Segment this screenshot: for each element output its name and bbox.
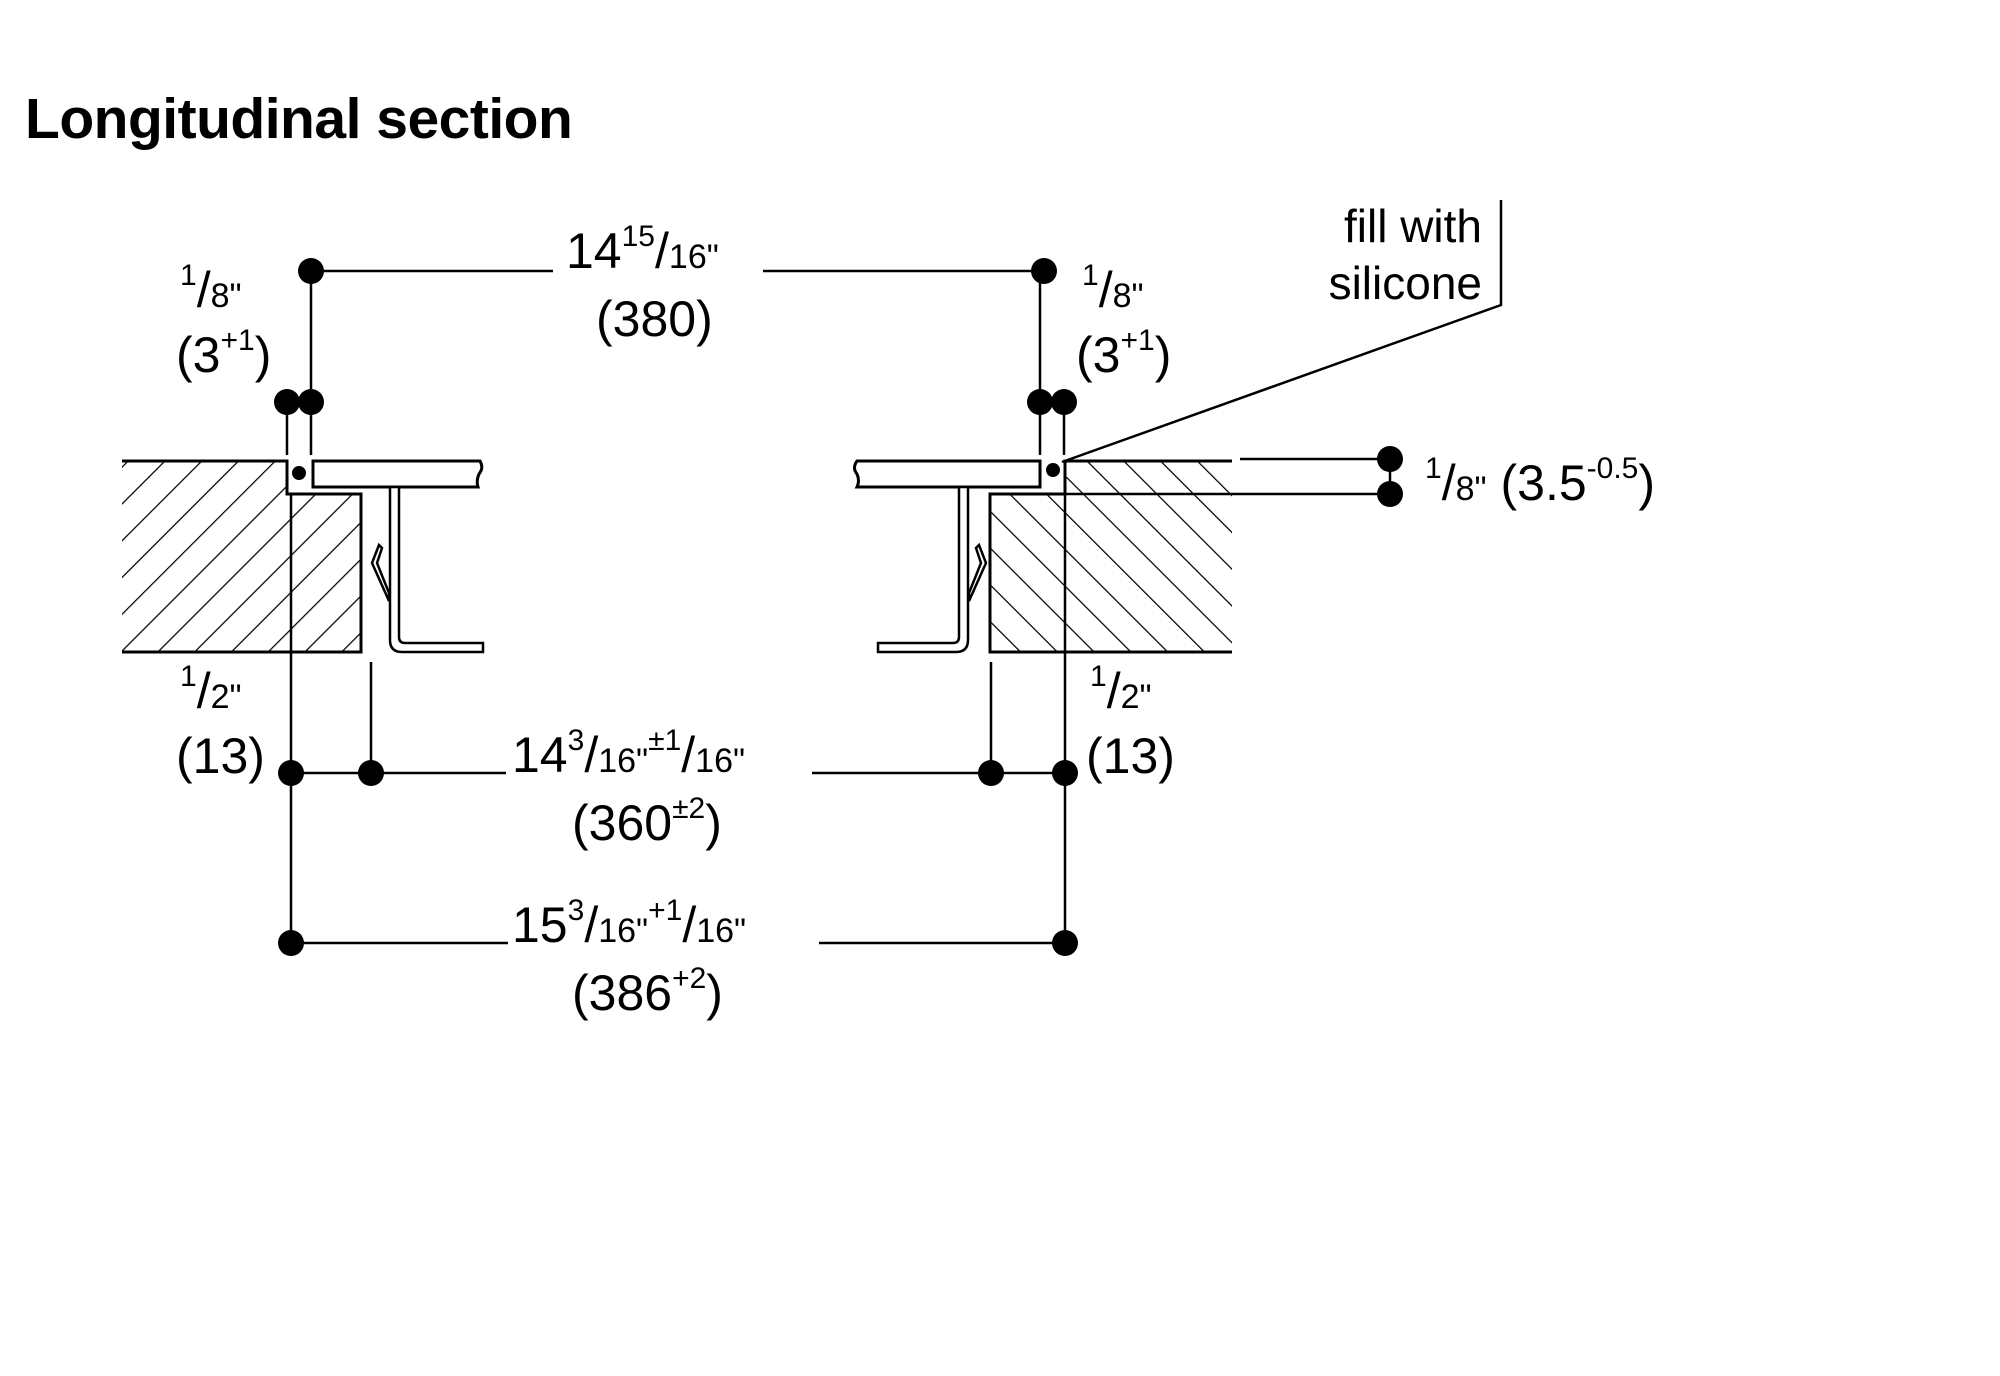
label-inner-cutout: 143/16"±1/16"	[512, 724, 745, 783]
left-mounting-clip	[370, 485, 485, 654]
label-right-gap-mm: (3+1)	[1076, 324, 1171, 383]
dimension-top-width	[298, 258, 1057, 455]
right-mounting-clip	[876, 485, 988, 654]
dimension-dot	[1052, 760, 1078, 786]
right-silicone-bead	[1046, 463, 1060, 477]
label-depth: 1/8" (3.5-0.5)	[1425, 452, 1655, 511]
dimension-dot	[278, 930, 304, 956]
annotation-fill-with: fill with	[1344, 200, 1482, 252]
dimension-dot	[1027, 389, 1053, 415]
label-inner-cutout-mm: (360±2)	[572, 792, 722, 851]
label-top-width-mm: (380)	[596, 291, 713, 347]
dimension-dot	[298, 389, 324, 415]
label-top-width: 1415/16"	[566, 220, 719, 279]
dimension-dot	[1052, 930, 1078, 956]
left-countertop	[122, 459, 363, 654]
dimension-dot	[978, 760, 1004, 786]
extension-lines	[289, 494, 1067, 943]
silicone-leader-line	[1061, 200, 1503, 464]
right-glass-panel	[853, 459, 1042, 489]
label-right-ledge-mm: (13)	[1086, 728, 1175, 784]
dimension-dot	[1051, 389, 1077, 415]
label-right-gap: 1/8"	[1082, 259, 1144, 318]
annotation-silicone: silicone	[1329, 257, 1482, 309]
dimension-dot	[358, 760, 384, 786]
label-outer-cutout-mm: (386+2)	[572, 962, 723, 1021]
left-silicone-bead	[292, 466, 306, 480]
label-left-gap: 1/8"	[180, 259, 242, 318]
dimension-depth	[1232, 446, 1403, 507]
dimension-inner-cutout	[278, 760, 1078, 786]
dimension-right-gap	[1027, 389, 1077, 455]
label-left-ledge: 1/2"	[180, 660, 242, 719]
dimension-outer-cutout	[278, 930, 1078, 956]
label-left-gap-mm: (3+1)	[176, 324, 271, 383]
label-outer-cutout: 153/16"+1/16"	[512, 894, 746, 953]
dimension-dot	[278, 760, 304, 786]
dimension-dot	[1377, 446, 1403, 472]
left-glass-panel	[311, 459, 484, 489]
label-right-ledge: 1/2"	[1090, 660, 1152, 719]
dimension-dot	[274, 389, 300, 415]
label-left-ledge-mm: (13)	[176, 728, 265, 784]
right-countertop	[988, 459, 1232, 654]
dimension-dot	[1377, 481, 1403, 507]
dimension-left-gap	[274, 389, 324, 455]
page-title: Longitudinal section	[25, 87, 573, 151]
dimension-dot	[1031, 258, 1057, 284]
